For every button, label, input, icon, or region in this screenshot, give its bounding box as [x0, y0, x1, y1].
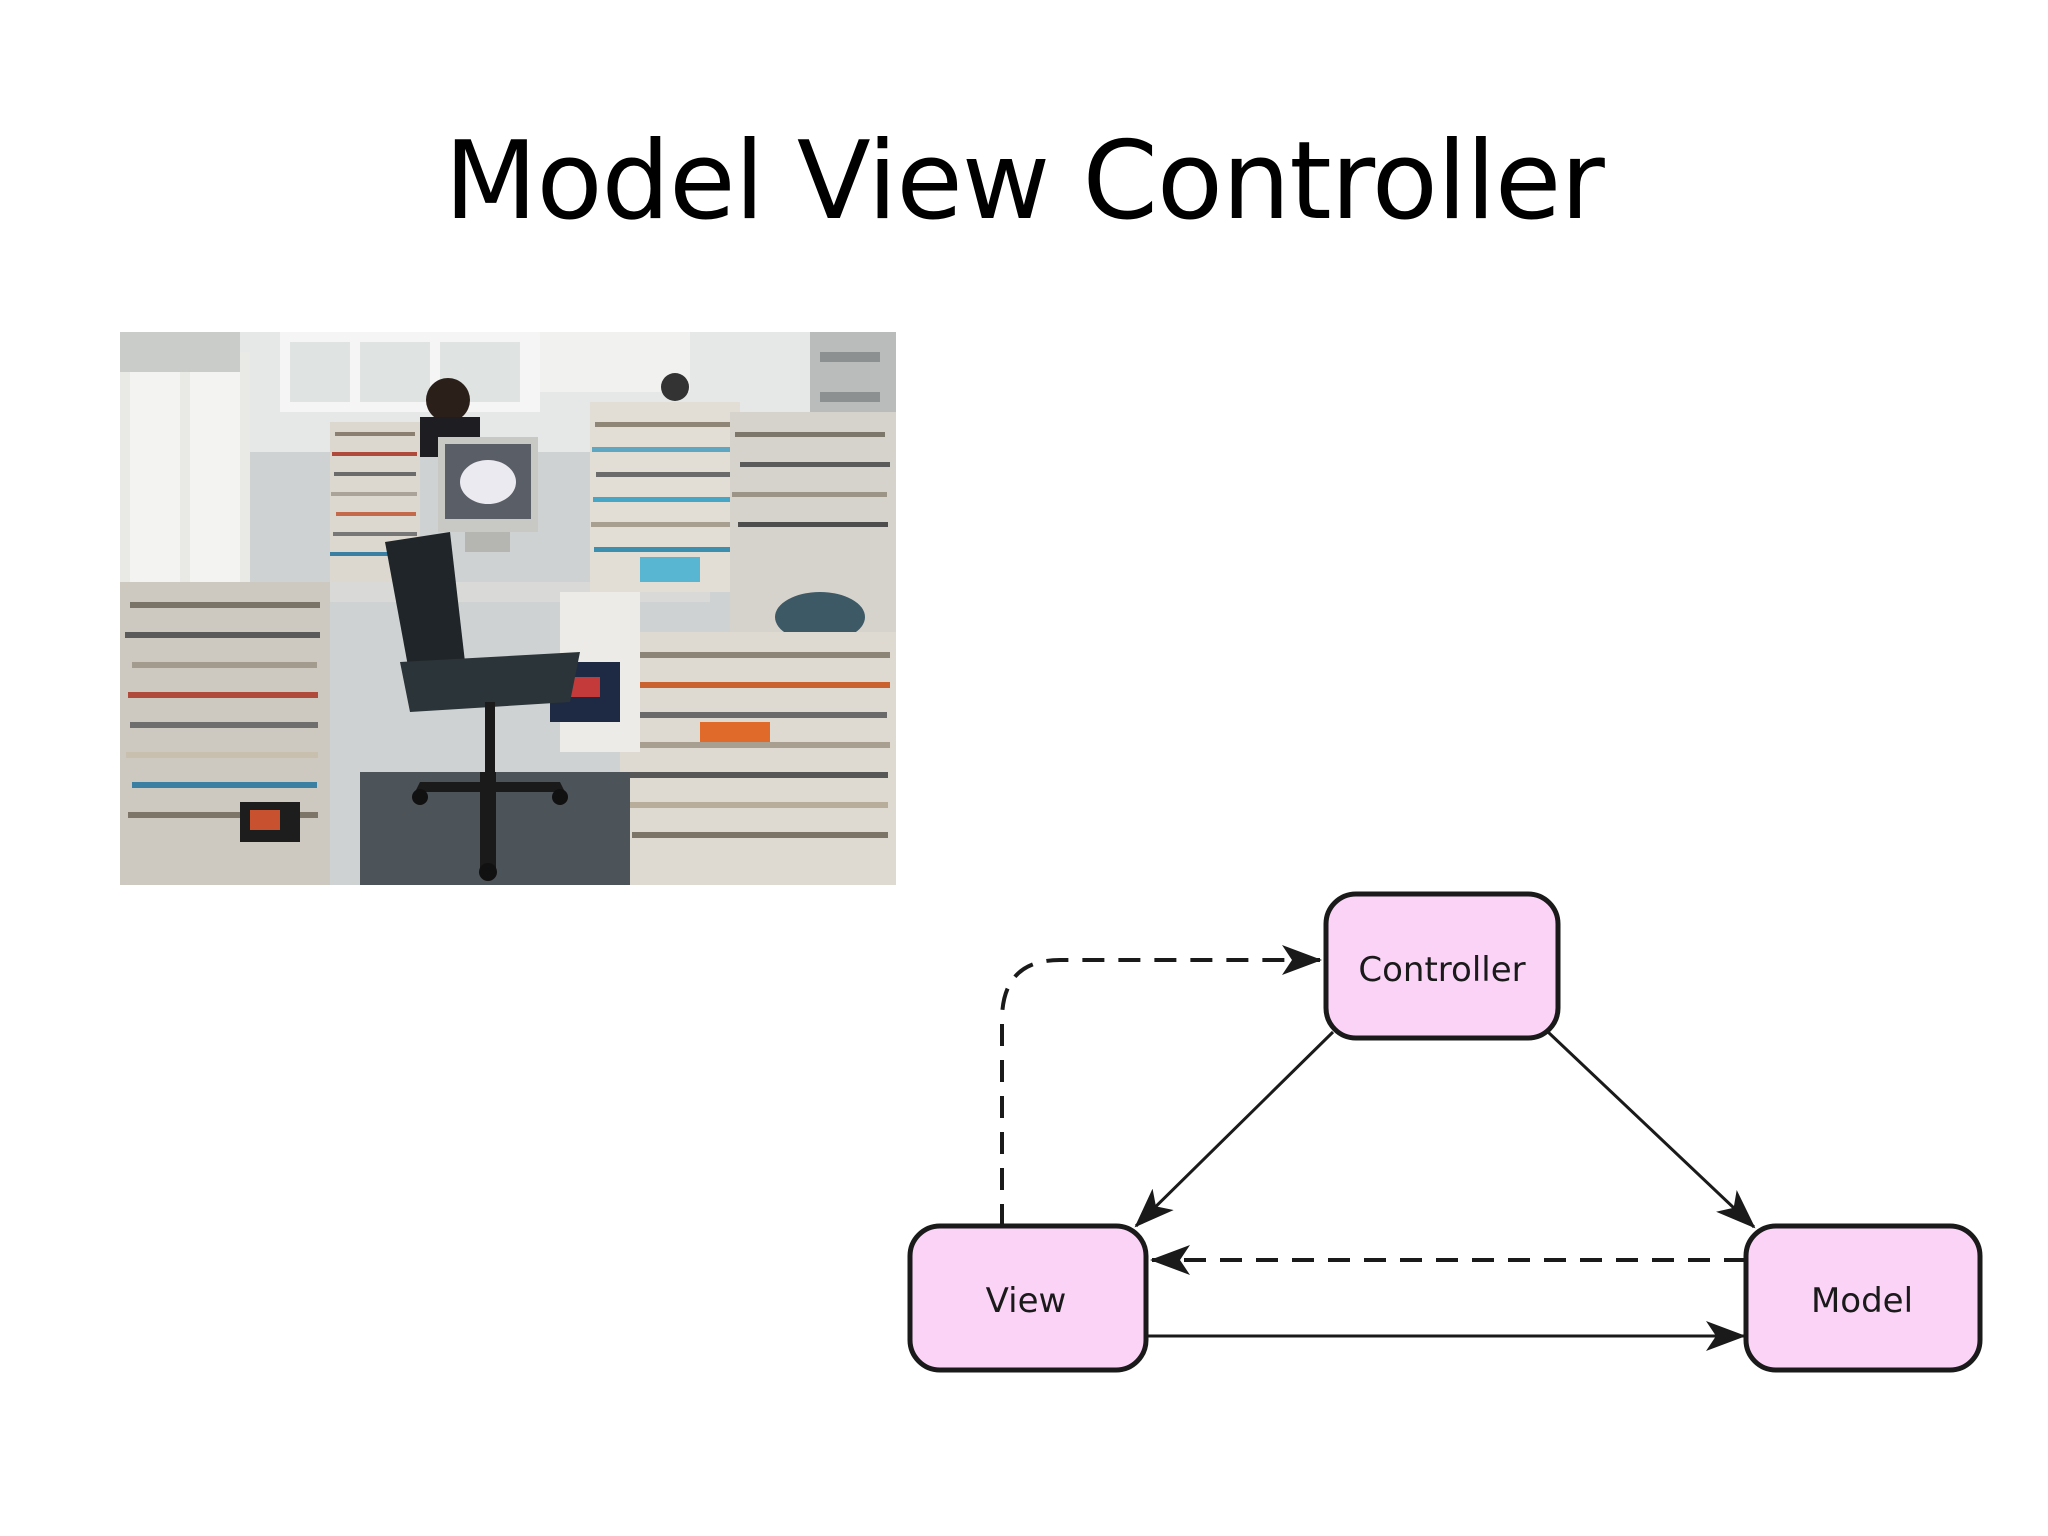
view-node: View [907, 1223, 1149, 1373]
mvc-diagram: Controller View Model [900, 880, 2000, 1400]
model-label: Model [1811, 1281, 1913, 1321]
edge-controller-to-view [1134, 1030, 1335, 1228]
controller-label: Controller [1358, 950, 1525, 990]
cluttered-office-photo [120, 332, 896, 885]
edge-view-to-controller [1000, 945, 1322, 1226]
view-label: View [986, 1281, 1067, 1321]
edge-controller-to-model [1546, 1030, 1756, 1229]
slide-title: Model View Controller [444, 119, 1604, 244]
model-node: Model [1743, 1223, 1983, 1373]
controller-node: Controller [1323, 891, 1561, 1041]
